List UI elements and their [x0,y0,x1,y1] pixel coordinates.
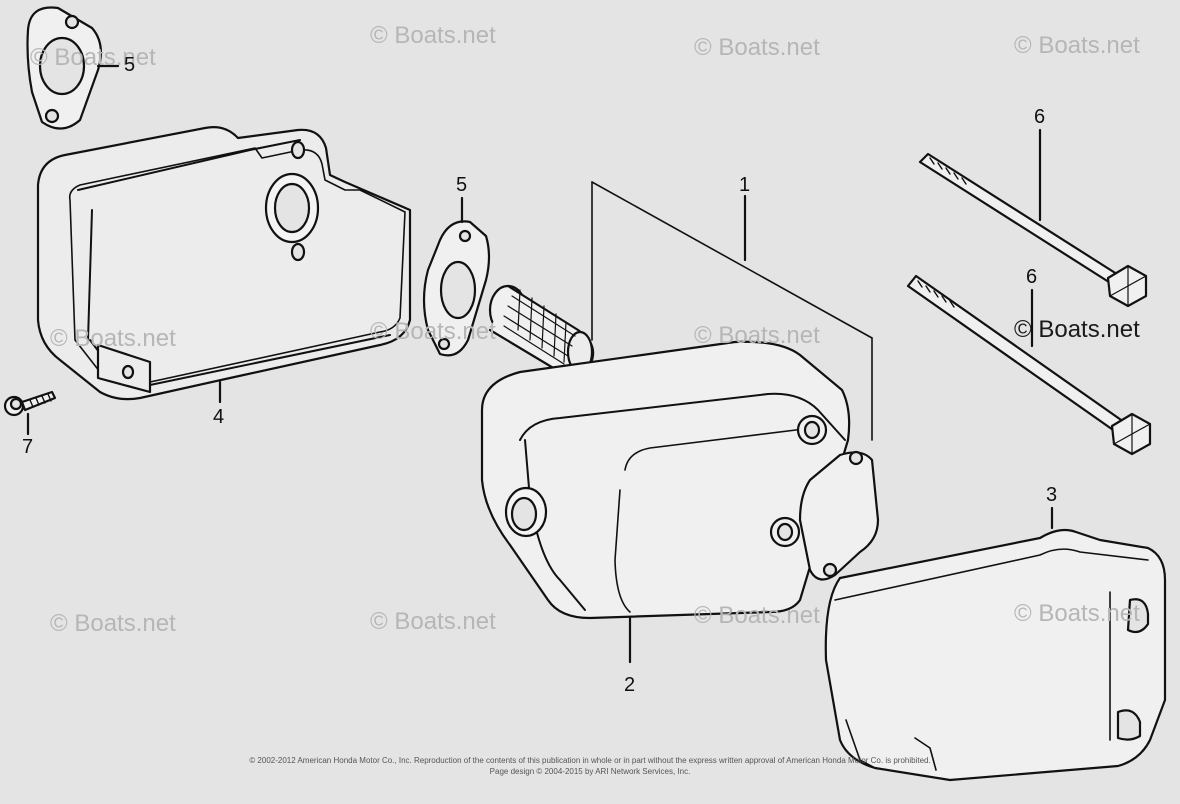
callout-5-middle: 5 [456,174,468,196]
muffler-protector [824,528,1167,782]
heat-shield [36,126,412,401]
callout-6-lower: 6 [1026,266,1038,288]
screw-7 [3,390,57,417]
callout-5-top: 5 [124,54,136,76]
copyright-line-2: Page design © 2004-2015 by ARI Network S… [489,767,691,776]
assembly-leader-1 [591,181,873,441]
callout-6-upper: 6 [1034,106,1046,128]
bolt-6-upper [918,152,1148,308]
gasket-top-left [26,6,103,130]
copyright-line-1: © 2002-2012 American Honda Motor Co., In… [249,756,931,765]
gasket-middle [422,220,491,357]
bolt-6-lower [906,274,1152,456]
callout-7: 7 [22,436,34,458]
watermark-dark: © Boats.net [1014,316,1140,343]
watermark: © Boats.net [370,318,496,345]
callout-4: 4 [213,406,225,428]
watermark: © Boats.net [1014,600,1140,627]
exhaust-pipe [488,284,595,377]
watermark: © Boats.net [370,22,496,49]
watermark: © Boats.net [50,325,176,352]
callout-2: 2 [624,674,636,696]
watermark: © Boats.net [30,44,156,71]
callout-3: 3 [1046,484,1058,506]
watermark: © Boats.net [694,322,820,349]
watermark: © Boats.net [694,34,820,61]
watermark: © Boats.net [1014,32,1140,59]
watermark: © Boats.net [370,608,496,635]
callout-1: 1 [739,174,751,196]
muffler-body [480,340,851,620]
watermark: © Boats.net [50,610,176,637]
watermark: © Boats.net [694,602,820,629]
outlet-gasket [798,450,880,581]
